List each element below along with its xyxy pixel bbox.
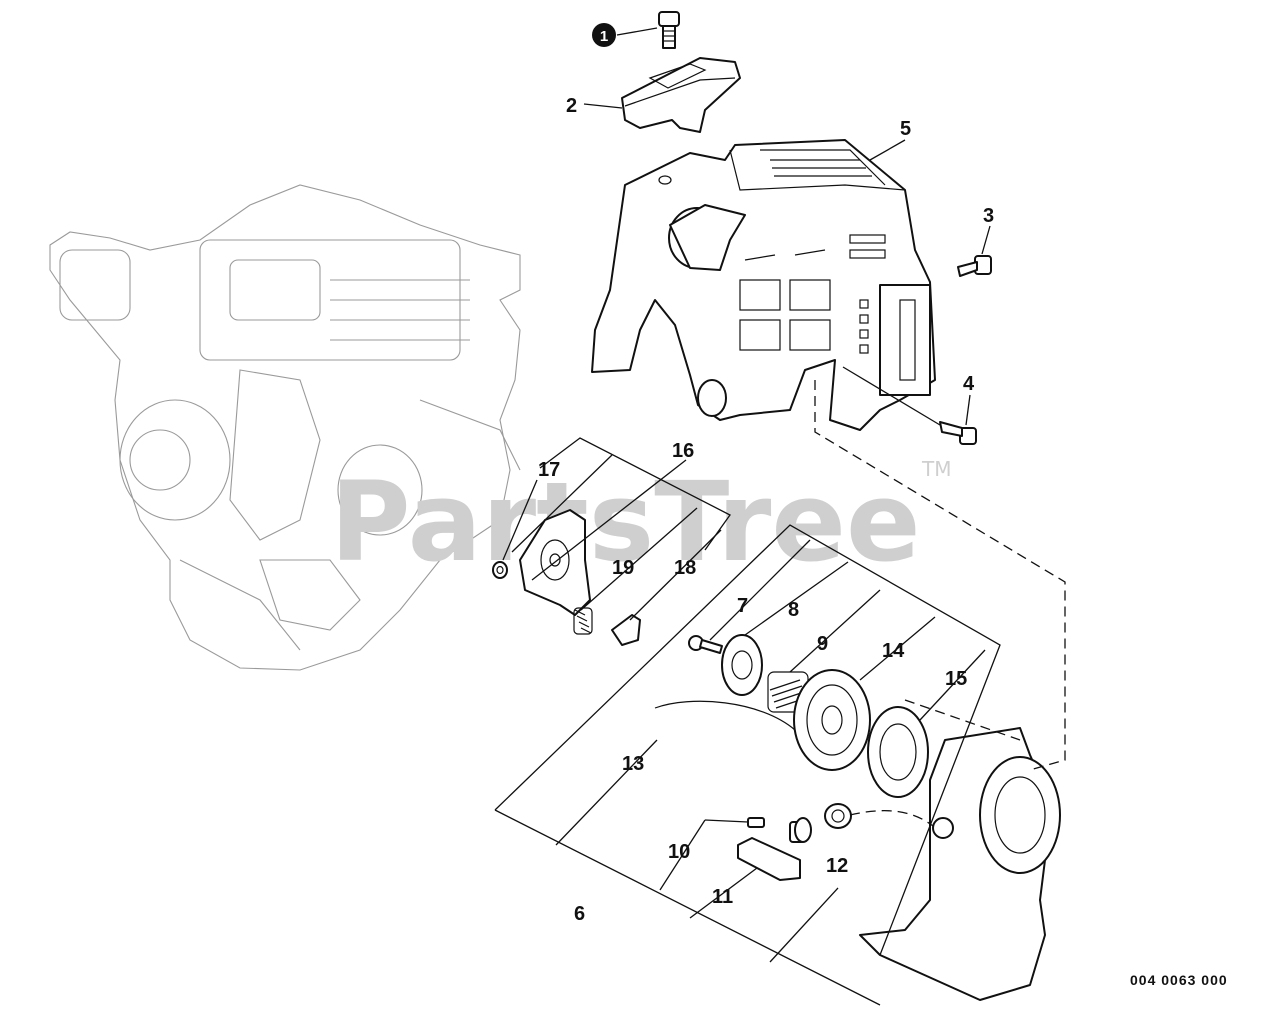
callout-15: 15 [945,668,967,690]
part-10-key [747,817,765,828]
callout-1-label: 1 [600,28,608,45]
part-12-bushing [824,803,852,829]
callout-14: 14 [882,640,905,662]
callout-17: 17 [538,459,560,481]
callout-10: 10 [668,841,690,863]
callout-3: 3 [983,205,994,227]
part-7-bolt [688,635,723,654]
part-4-bolt [939,421,977,445]
diagram-reference-number: 004 0063 000 [1130,972,1228,988]
callout-18: 18 [674,557,696,579]
watermark-trademark: TM [921,457,951,481]
part-15-spring-case [867,706,929,798]
part-13-starter-rope [654,700,796,731]
part-3-bolt [957,255,992,277]
part-2-cover-plate [621,57,741,133]
part-18-pawl [611,614,641,646]
callout-16: 16 [672,440,694,462]
callout-6: 6 [574,903,585,925]
callout-9: 9 [817,633,828,655]
callout-2: 2 [566,95,577,117]
callout-1-marker [592,23,616,47]
alignment-line-plate [904,699,1021,741]
callout-5: 5 [900,118,911,140]
engine-outline-illustration [49,184,521,671]
callout-7: 7 [737,595,748,617]
callout-12: 12 [826,855,848,877]
callout-8: 8 [788,599,799,621]
part-5-engine-shroud [591,139,936,431]
callout-11: 11 [712,886,733,908]
callout-13: 13 [622,753,644,775]
starter-housing [859,727,1061,1001]
alignment-line-shroud-starter [814,380,1066,771]
watermark-text: PartsTree [330,458,921,586]
part-17-washer [492,561,508,579]
callout-19: 19 [612,557,634,579]
rope-path-dashed [849,810,934,827]
part-1-bolt [658,11,680,49]
part-14-reel [793,669,871,771]
part-8-plate [721,634,763,696]
part-11-handle [737,817,812,881]
callout-4: 4 [963,373,975,395]
